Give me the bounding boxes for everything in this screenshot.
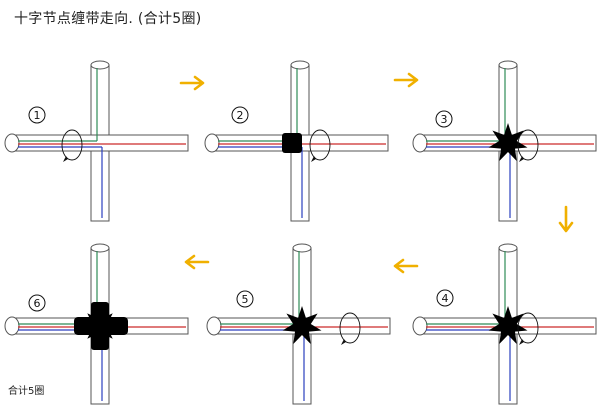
step-number-circle — [436, 289, 454, 307]
step-number-label: 1 — [34, 109, 41, 122]
footer-note: 合计5圈 — [8, 386, 45, 397]
rotation-arrowhead-icon — [63, 156, 68, 162]
cross-joint-step-6: 6 — [4, 243, 189, 405]
cross-joint-step-5: 5 — [206, 243, 391, 405]
rotation-arrowhead-icon — [341, 339, 346, 345]
step-number-circle — [435, 110, 453, 128]
horizontal-rod-end — [412, 316, 428, 336]
rotation-arrow-icon — [517, 312, 539, 344]
vertical-rod-end — [90, 243, 110, 253]
rotation-arrow-icon — [61, 129, 83, 161]
rotation-arrowhead-icon — [311, 156, 316, 162]
junction — [91, 135, 109, 151]
step-number-label: 4 — [442, 292, 449, 305]
tape-wrap-star — [488, 123, 528, 161]
step-number-circle — [28, 106, 46, 124]
step-number-circle — [236, 290, 254, 308]
direction-arrow-icon — [558, 205, 574, 233]
horizontal-rod-end — [4, 316, 20, 336]
rotation-arrow-icon — [309, 129, 331, 161]
cross-joint-step-4: 4 — [412, 243, 597, 405]
rotation-arrowhead-icon — [519, 156, 524, 162]
step-number-label: 5 — [242, 293, 249, 306]
rotation-arrow-icon — [517, 129, 539, 161]
vertical-rod-end — [498, 243, 518, 253]
direction-arrow-icon — [393, 72, 419, 88]
tape-wrap-star — [488, 306, 528, 344]
tape-wrap-star — [282, 306, 322, 344]
step-number-circle — [231, 106, 249, 124]
direction-arrow-icon — [393, 258, 419, 274]
vertical-rod-end — [90, 60, 110, 70]
step-number-label: 3 — [441, 113, 448, 126]
vertical-rod-end — [498, 60, 518, 70]
tape-band — [282, 133, 302, 153]
diagram-title: 十字节点缠带走向. (合计5圈) — [14, 11, 202, 27]
step-number-label: 2 — [237, 109, 244, 122]
rotation-arrow-icon — [339, 312, 361, 344]
step-number-circle — [28, 294, 46, 312]
horizontal-rod-end — [412, 133, 428, 153]
tape-wrap-band-vertical — [91, 302, 109, 350]
step-number-label: 6 — [34, 297, 41, 310]
cross-joint-step-2: 2 — [204, 60, 389, 222]
horizontal-rod-end — [206, 316, 222, 336]
vertical-rod-end — [292, 243, 312, 253]
horizontal-rod-end — [204, 133, 220, 153]
vertical-rod-end — [290, 60, 310, 70]
rotation-arrowhead-icon — [519, 339, 524, 345]
cross-joint-step-1: 1 — [4, 60, 189, 222]
direction-arrow-icon — [184, 254, 210, 270]
horizontal-rod-end — [4, 133, 20, 153]
direction-arrow-icon — [179, 75, 205, 91]
cross-joint-step-3: 3 — [412, 60, 597, 222]
